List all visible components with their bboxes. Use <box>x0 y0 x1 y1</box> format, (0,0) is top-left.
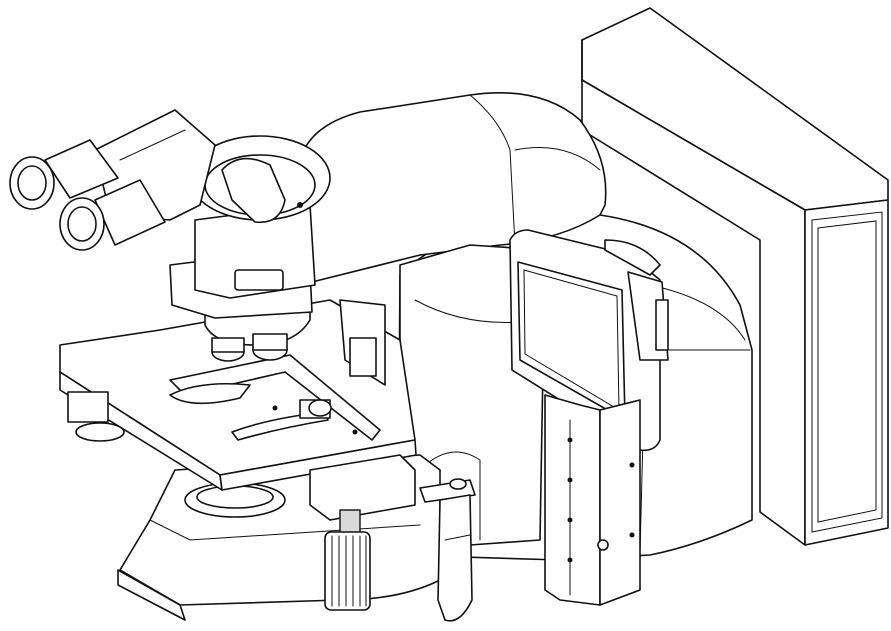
specimen-holder <box>169 354 381 441</box>
rail-knob <box>597 539 609 551</box>
cabinet-front-face <box>804 199 889 546</box>
holder-slot <box>169 382 251 405</box>
cabinet-left-face <box>581 39 806 546</box>
rail-side <box>599 399 641 606</box>
rail-screw-1 <box>567 437 573 443</box>
microscope-head <box>169 135 331 319</box>
head-screw <box>297 202 303 208</box>
rail-screw-2 <box>567 477 573 483</box>
holder-clip-knob <box>308 399 332 417</box>
handle-grip <box>437 494 473 622</box>
touchscreen-side-button <box>655 299 669 351</box>
cabinet-front-panel <box>811 211 883 533</box>
focus-block <box>309 454 416 521</box>
arm-top-edge <box>514 147 601 171</box>
stage-foot-knob <box>75 422 125 442</box>
base-lamp-lens <box>196 485 274 509</box>
eyepiece-bottom-barrel <box>94 179 166 246</box>
touchscreen-unit <box>509 229 669 452</box>
touchscreen-hinge <box>604 239 661 276</box>
focus-knob <box>324 531 371 611</box>
head-label-plate <box>234 269 284 291</box>
head-prism-cover <box>221 157 286 224</box>
eyepiece-bottom-lens <box>67 206 97 242</box>
stage-foot-left <box>67 391 109 423</box>
handle-grip-line <box>444 534 471 541</box>
rail-side-screw-2 <box>629 532 635 538</box>
rail-column <box>544 394 601 606</box>
holder-screw-2 <box>352 429 358 435</box>
holder-screw-1 <box>272 405 278 411</box>
eyepiece-top-barrel <box>44 139 119 199</box>
rail-side-screw-1 <box>629 462 635 468</box>
base-front-edge <box>117 569 186 621</box>
holder-lever <box>231 411 329 441</box>
focus-assembly <box>309 454 416 611</box>
handle-pivot <box>449 478 467 490</box>
control-handle <box>419 478 476 622</box>
binocular-tube <box>9 109 216 251</box>
screen-rail <box>544 394 641 606</box>
cabinet-front-inner <box>817 220 877 523</box>
arm-curve-line <box>469 94 516 246</box>
objective-right-barrel <box>252 333 288 351</box>
objective-left-barrel <box>211 337 245 353</box>
rail-screw-4 <box>567 557 573 563</box>
stage-front-edge-right <box>219 439 417 491</box>
focus-knob-knurling <box>331 535 367 607</box>
condenser-block <box>349 337 377 377</box>
side-cabinet <box>581 7 889 546</box>
rail-screw-3 <box>567 517 573 523</box>
housing-edge-3 <box>649 284 746 341</box>
eyepiece-top-lens <box>17 165 47 201</box>
binocular-edge <box>119 129 186 161</box>
